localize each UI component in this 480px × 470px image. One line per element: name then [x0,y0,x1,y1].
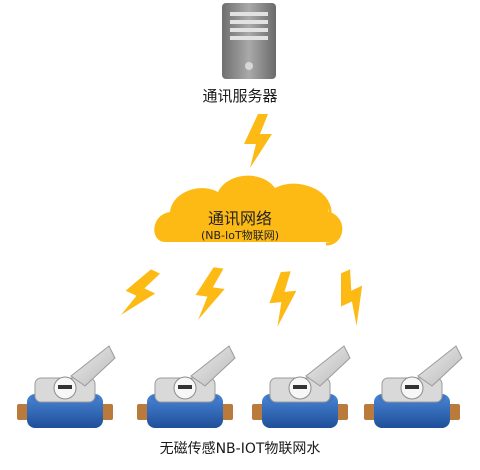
lightning-bolt-icon [115,263,164,325]
network-subtitle: (NB-IoT物联网) [200,229,280,242]
water-meter-icon [363,345,463,429]
lightning-bolt-icon [328,267,377,329]
meters-label: 无磁传感NB-IOT物联网水 [159,441,321,457]
server-label: 通讯服务器 [202,87,278,105]
lightning-bolt-icon [244,114,272,168]
cloud-icon [154,175,343,246]
server-icon [222,3,276,79]
network-title: 通讯网络 [207,209,272,228]
lightning-bolt-icon [266,270,300,328]
water-meter-icon [251,345,351,429]
water-meter-icon [16,345,116,429]
water-meter-icon [136,345,236,429]
lightning-bolt-icon [192,265,228,323]
